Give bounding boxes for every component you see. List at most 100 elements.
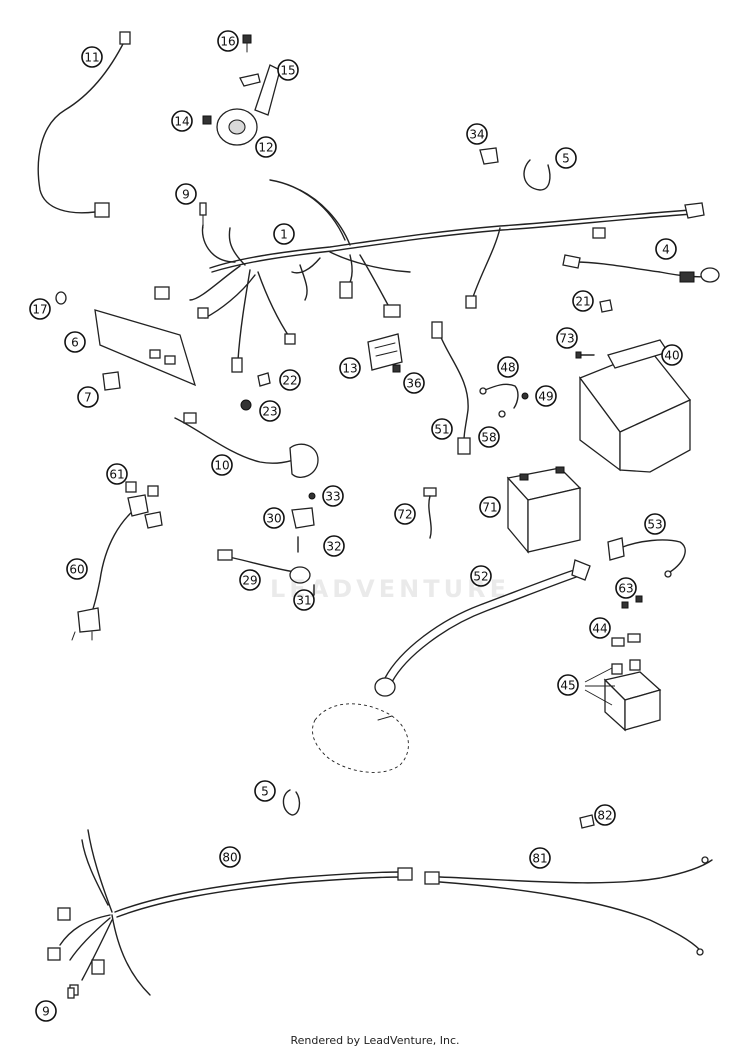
callout-circle (171, 110, 193, 132)
callout-number: 45 (560, 679, 575, 693)
callout-circle (279, 369, 301, 391)
callout-number: 23 (262, 405, 277, 419)
callout-number: 9 (42, 1005, 50, 1019)
callout-number: 6 (71, 336, 79, 350)
cable-tie-5-bottom (282, 789, 301, 816)
callout-number: 52 (473, 570, 488, 584)
callout-circle (594, 804, 616, 826)
callout-number: 10 (214, 459, 229, 473)
callout-49: 49 (535, 385, 557, 407)
callout-circle (106, 463, 128, 485)
callout-number: 17 (32, 303, 47, 317)
callout-circle (661, 344, 683, 366)
callout-number: 58 (481, 431, 496, 445)
callout-81: 81 (529, 847, 551, 869)
part-23 (240, 399, 252, 411)
bracket-plate-6 (94, 309, 197, 387)
callout-number: 71 (482, 501, 497, 515)
starter-button-29 (217, 549, 311, 584)
callout-number: 82 (597, 809, 612, 823)
callout-44: 44 (589, 617, 611, 639)
regulator-13 (367, 333, 403, 371)
starter-cable-52 (374, 559, 591, 697)
callout-63: 63 (615, 577, 637, 599)
grommet-17 (55, 291, 67, 305)
callout-circle (77, 386, 99, 408)
callout-number: 49 (538, 390, 553, 404)
callout-number: 63 (618, 582, 633, 596)
callout-22: 22 (279, 369, 301, 391)
callout-circle (403, 372, 425, 394)
callout-number: 5 (562, 152, 570, 166)
callout-5: 5 (254, 780, 276, 802)
callout-number: 21 (575, 295, 590, 309)
cable-48 (479, 383, 519, 409)
callout-circle (254, 780, 276, 802)
callout-10: 10 (211, 454, 233, 476)
starter-motor-outline (312, 703, 409, 773)
callout-number: 11 (84, 51, 99, 65)
callout-circle (323, 535, 345, 557)
callout-73: 73 (556, 327, 578, 349)
callout-48: 48 (497, 356, 519, 378)
callout-circle (555, 147, 577, 169)
callout-circle (535, 385, 557, 407)
callout-circle (259, 400, 281, 422)
callout-32: 32 (323, 535, 345, 557)
callout-circle (572, 290, 594, 312)
main-wiring-harness (154, 179, 705, 373)
callout-53: 53 (644, 513, 666, 535)
cable-tie-5-top (523, 159, 551, 191)
callout-60: 60 (66, 558, 88, 580)
callout-16: 16 (217, 30, 239, 52)
cable-4 (562, 254, 720, 283)
callout-circle (217, 30, 239, 52)
callout-14: 14 (171, 110, 193, 132)
harness-81 (424, 856, 713, 956)
screw-73 (575, 351, 595, 359)
callout-number: 36 (406, 377, 421, 391)
part-22 (257, 372, 271, 387)
callout-circle (589, 617, 611, 639)
callout-circle (81, 46, 103, 68)
callout-number: 33 (325, 490, 340, 504)
callout-34: 34 (466, 123, 488, 145)
callout-circle (273, 223, 295, 245)
watermark: LEADVENTURE (270, 575, 510, 603)
callout-number: 7 (84, 391, 92, 405)
footer-credit: Rendered by LeadVenture, Inc. (290, 1034, 460, 1047)
callout-number: 31 (296, 594, 311, 608)
callout-30: 30 (263, 507, 285, 529)
fuse-9-bottom (67, 987, 75, 999)
callout-number: 14 (174, 115, 189, 129)
callout-circle (322, 485, 344, 507)
callout-circle (239, 569, 261, 591)
rear-harness-80 (47, 829, 413, 996)
callout-9: 9 (175, 183, 197, 205)
coil-cable-60 (71, 494, 163, 641)
callout-circle (293, 589, 315, 611)
clip-34 (479, 147, 499, 165)
callout-circle (529, 847, 551, 869)
callout-15: 15 (277, 59, 299, 81)
battery-box-40 (578, 339, 692, 473)
callout-51: 51 (431, 418, 453, 440)
callout-number: 29 (242, 574, 257, 588)
callout-number: 60 (69, 563, 84, 577)
cover-44 (611, 633, 641, 647)
callout-13: 13 (339, 357, 361, 379)
callout-circle (255, 136, 277, 158)
callout-circle (175, 183, 197, 205)
callout-7: 7 (77, 386, 99, 408)
callout-5: 5 (555, 147, 577, 169)
callout-21: 21 (572, 290, 594, 312)
callout-circle (556, 327, 578, 349)
callout-number: 22 (282, 374, 297, 388)
fuse-9-top (199, 202, 207, 229)
callout-number: 44 (592, 622, 607, 636)
nut-33 (308, 492, 316, 500)
callout-circle (479, 496, 501, 518)
callout-circle (66, 558, 88, 580)
relay-7 (102, 371, 121, 391)
